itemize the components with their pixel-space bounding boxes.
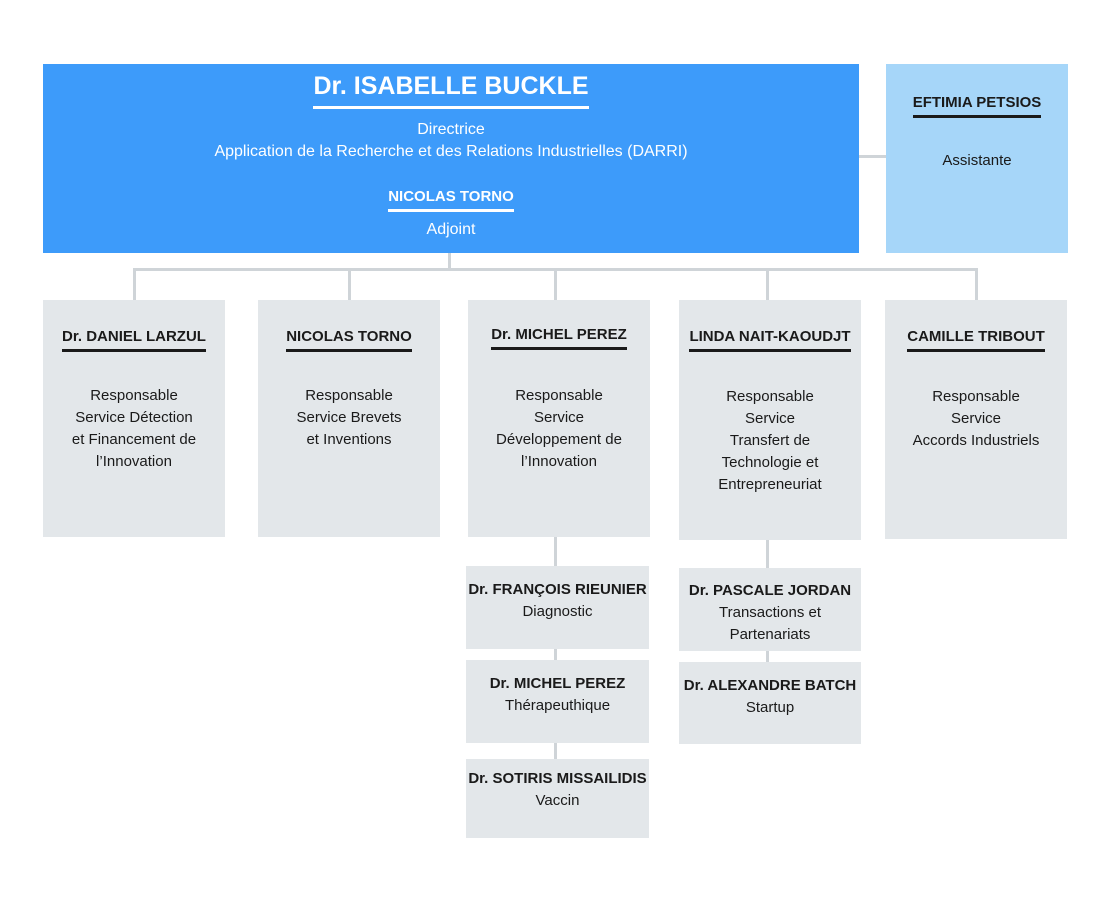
- service-description: Responsable Service Brevets et Invention…: [296, 387, 402, 448]
- service-description: Responsable Service Accords Industriels: [912, 388, 1040, 449]
- deputy-name: NICOLAS TORNO: [388, 188, 514, 212]
- service-head-name: Dr. DANIEL LARZUL: [62, 328, 206, 352]
- service-box-developpement: Dr. MICHEL PEREZ Responsable Service Dév…: [468, 300, 650, 537]
- connector-head-assistant: [859, 155, 886, 158]
- sub-head-name: Dr. ALEXANDRE BATCH: [683, 677, 857, 694]
- sub-description: Diagnostic: [522, 603, 593, 620]
- sub-box-vaccin: Dr. SOTIRIS MISSAILIDIS Vaccin: [466, 759, 649, 838]
- sub-box-transactions: Dr. PASCALE JORDAN Transactions et Parte…: [679, 568, 861, 651]
- sub-head-name: Dr. PASCALE JORDAN: [688, 582, 852, 599]
- service-box-brevets: NICOLAS TORNO Responsable Service Brevet…: [258, 300, 440, 537]
- sub-description: Startup: [745, 699, 795, 716]
- director-name: Dr. ISABELLE BUCKLE: [313, 72, 589, 109]
- service-head-name: NICOLAS TORNO: [286, 328, 412, 352]
- director-department: Application de la Recherche et des Relat…: [214, 143, 688, 160]
- deputy-title: Adjoint: [426, 221, 476, 238]
- sub-head-name: Dr. MICHEL PEREZ: [489, 675, 626, 692]
- sub-description: Thérapeuthique: [504, 697, 611, 714]
- service-box-accords: CAMILLE TRIBOUT Responsable Service Acco…: [885, 300, 1067, 539]
- service-description: Responsable Service Développement de l’I…: [496, 387, 622, 470]
- assistant-title: Assistante: [942, 152, 1012, 169]
- connector-drop-5: [975, 268, 978, 300]
- connector-drop-4: [766, 268, 769, 300]
- connector-drop-3: [554, 268, 557, 300]
- sub-box-startup: Dr. ALEXANDRE BATCH Startup: [679, 662, 861, 744]
- service-description: Responsable Service Détection et Finance…: [71, 387, 197, 470]
- director-title: Directrice: [417, 121, 485, 138]
- service-head-name: LINDA NAIT-KAOUDJT: [689, 328, 851, 352]
- service-head-name: Dr. MICHEL PEREZ: [491, 326, 627, 350]
- service-description: Responsable Service Transfert de Technol…: [718, 388, 822, 493]
- assistant-name: EFTIMIA PETSIOS: [912, 94, 1042, 118]
- connector-head-down: [448, 253, 451, 270]
- service-head-name: CAMILLE TRIBOUT: [907, 328, 1045, 352]
- connector-drop-2: [348, 268, 351, 300]
- director-box: Dr. ISABELLE BUCKLE Directrice Applicati…: [43, 64, 859, 253]
- sub-description: Transactions et Partenariats: [719, 604, 821, 643]
- service-box-detection: Dr. DANIEL LARZUL Responsable Service Dé…: [43, 300, 225, 537]
- sub-head-name: Dr. FRANÇOIS RIEUNIER: [468, 581, 647, 598]
- sub-box-therapeutique: Dr. MICHEL PEREZ Thérapeuthique: [466, 660, 649, 743]
- sub-box-diagnostic: Dr. FRANÇOIS RIEUNIER Diagnostic: [466, 566, 649, 649]
- assistant-box: EFTIMIA PETSIOS Assistante: [886, 64, 1068, 253]
- sub-head-name: Dr. SOTIRIS MISSAILIDIS: [468, 770, 647, 787]
- connector-drop-1: [133, 268, 136, 300]
- service-box-transfert: LINDA NAIT-KAOUDJT Responsable Service T…: [679, 300, 861, 540]
- sub-description: Vaccin: [535, 792, 580, 809]
